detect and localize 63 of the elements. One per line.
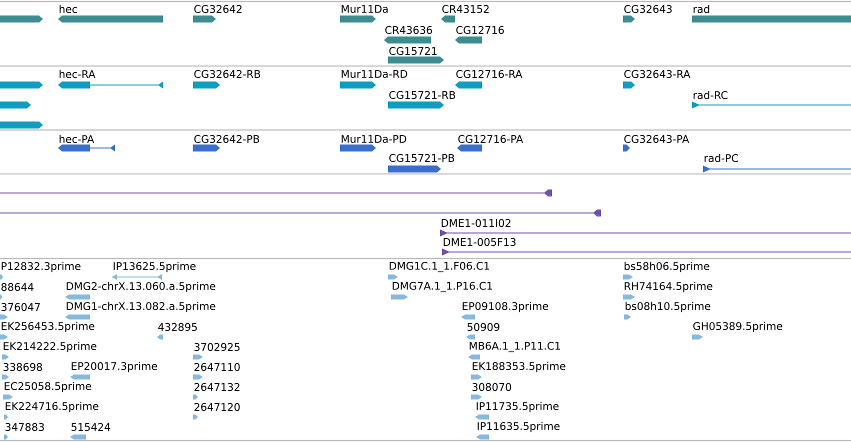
feature-label: EK188353.5prime — [472, 362, 566, 372]
feature-label: bs08h10.5prime — [626, 302, 710, 312]
feature-label: CG12716-RA — [456, 70, 522, 78]
feature-label: hec-PA — [60, 134, 94, 144]
feature-label: DMG1-chrX.13.082.a.5prime — [66, 302, 216, 312]
feature-label: 50909 — [468, 323, 500, 331]
feature-label: 347883 — [6, 423, 44, 431]
feature-bar — [0, 16, 43, 22]
feature-label: CR43152 — [442, 5, 489, 13]
feature-label: IP11735.5prime — [476, 402, 559, 412]
feature-label: rad-RC — [694, 90, 728, 100]
feature-label: EK224716.5prime — [6, 402, 98, 412]
feature-label: 2647110 — [194, 363, 240, 371]
feature-label: MB6A.1_1.P11.C1 — [470, 342, 560, 352]
feature-label: 88644 — [1, 283, 34, 291]
feature-label: DMG7A.1_1.P16.C1 — [392, 282, 492, 292]
feature-label: CG32642-PB — [194, 135, 260, 143]
feature-label: 2647132 — [194, 383, 240, 391]
feature-label: Mur11Da — [342, 5, 388, 13]
feature-label: IP11635.5prime — [478, 422, 560, 432]
feature-label: CG15721 — [389, 47, 437, 55]
feature-label: EP09108.3prime — [462, 302, 548, 312]
feature-bar — [0, 102, 31, 108]
feature-label: IP13625.5prime — [114, 262, 196, 272]
feature-label: CG32643 — [624, 5, 672, 13]
feature-bar — [0, 122, 43, 128]
feature-label: EK256453.5prime — [2, 322, 94, 332]
feature-label: bs58h06.5prime — [624, 262, 710, 272]
feature-label: CG32642-RB — [194, 70, 260, 78]
feature-label: CG15721-PB — [389, 154, 454, 162]
feature-label: DMG1C.1_1.F06.C1 — [390, 262, 490, 272]
feature-label: 515424 — [72, 423, 110, 431]
feature-label: EC25058.5prime — [4, 382, 92, 392]
feature-label: Mur11Da-RD — [342, 70, 408, 78]
feature-bar — [0, 190, 552, 196]
feature-label: DME1-011I02 — [442, 219, 510, 227]
feature-label: 432895 — [158, 323, 197, 331]
feature-bar — [0, 82, 43, 88]
feature-label: CG32642 — [194, 5, 242, 13]
feature-label: 308070 — [472, 383, 512, 391]
feature-label: CR43636 — [385, 26, 432, 34]
feature-label: RH74164.5prime — [624, 282, 712, 292]
feature-label: rad-PC — [704, 154, 738, 162]
feature-label: DME1-005F13 — [444, 238, 516, 246]
feature-label: CG32643-RA — [624, 70, 690, 78]
feature-label: EK214222.5prime — [4, 342, 96, 352]
feature-label: rad — [694, 4, 710, 14]
feature-label: CG12716-PA — [458, 135, 524, 143]
feature-label: DMG2-chrX.13.060.a.5prime — [66, 282, 216, 292]
feature-label: GH05389.5prime — [693, 322, 782, 332]
feature-label: hec — [60, 4, 77, 14]
feature-label: 3702925 — [194, 343, 240, 351]
feature-label: P12832.3prime — [2, 262, 80, 272]
feature-label: 2647120 — [194, 403, 240, 411]
feature-label: 376047 — [2, 303, 40, 311]
feature-bar — [0, 210, 602, 216]
feature-label: 338698 — [4, 363, 42, 371]
feature-label: Mur11Da-PD — [342, 135, 406, 143]
feature-label: CG15721-RB — [389, 91, 456, 99]
feature-label: CG12716 — [456, 26, 504, 34]
feature-label: EP20017.3prime — [72, 362, 158, 372]
feature-label: hec-RA — [60, 70, 96, 78]
feature-label: CG32643-PA — [624, 135, 690, 143]
